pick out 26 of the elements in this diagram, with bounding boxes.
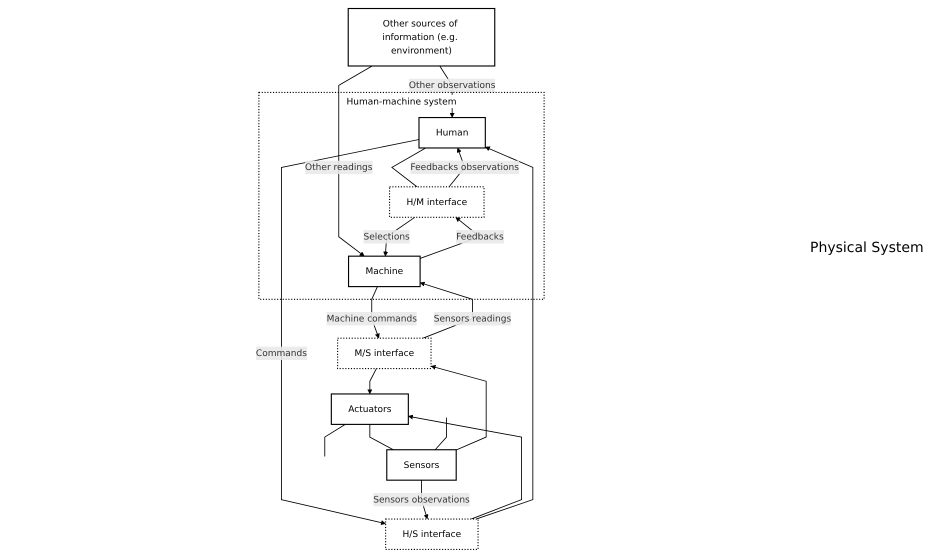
edge-label: Selections — [363, 231, 410, 242]
arrow — [281, 139, 420, 526]
node-box: Human — [418, 116, 486, 149]
note-text: Physical System — [810, 240, 925, 256]
node-box: H/M interface — [388, 186, 485, 218]
node-box: Machine — [348, 256, 421, 288]
node-box: Other sources of information (e.g. environment) — [348, 8, 496, 67]
edge-label: Feedbacks — [456, 231, 504, 242]
arrow — [430, 364, 487, 450]
node-box: M/S interface — [337, 338, 432, 370]
edge-label: Sensors readings — [434, 313, 512, 324]
arrow — [476, 146, 534, 520]
node-box: Actuators — [330, 393, 409, 425]
edge-label: Other observations — [408, 80, 496, 90]
node-box: Sensors — [386, 449, 457, 481]
arrow — [367, 368, 377, 394]
connector — [434, 417, 447, 450]
edge-label: Commands — [256, 348, 307, 358]
node-box: H/S interface — [385, 518, 479, 550]
arrow — [338, 66, 373, 256]
edge-label: Sensors observations — [373, 494, 470, 505]
connector — [369, 424, 394, 450]
edge-label: Other readings — [305, 162, 372, 172]
connector — [324, 424, 346, 457]
edge-label: Feedbacks observations — [410, 162, 519, 172]
edge-label: Machine commands — [326, 313, 417, 324]
